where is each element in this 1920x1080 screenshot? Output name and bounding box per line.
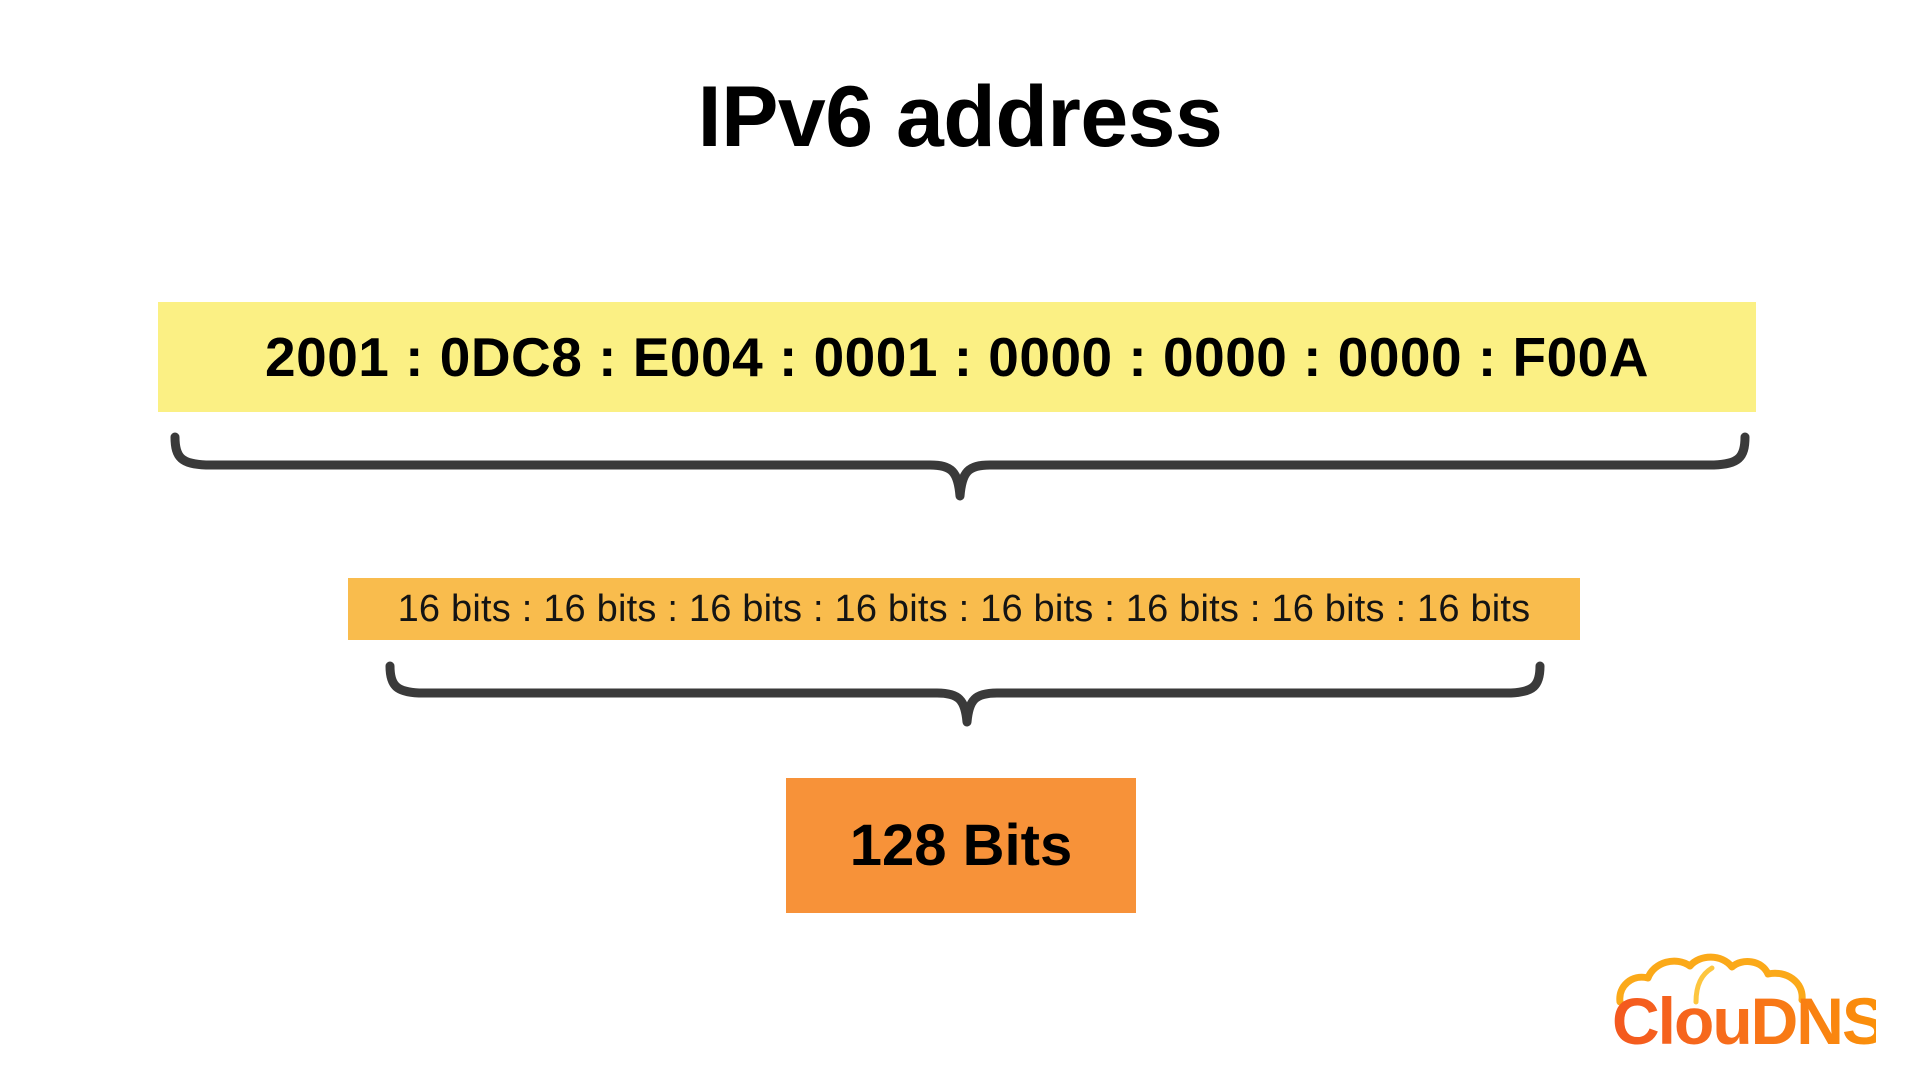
- page-title: IPv6 address: [697, 69, 1223, 165]
- ipv6-address-bar: 2001 : 0DC8 : E004 : 0001 : 0000 : 0000 …: [158, 302, 1756, 412]
- cloudns-wordmark: ClouDNS: [1612, 984, 1876, 1056]
- total-bits-box: 128 Bits: [786, 778, 1136, 913]
- brace-bits-to-total-icon: [385, 662, 1545, 742]
- ipv6-address-text: 2001 : 0DC8 : E004 : 0001 : 0000 : 0000 …: [265, 326, 1649, 388]
- bits-segments-bar: 16 bits : 16 bits : 16 bits : 16 bits : …: [348, 578, 1580, 640]
- cloud-icon: [1616, 953, 1806, 1006]
- bits-segments-text: 16 bits : 16 bits : 16 bits : 16 bits : …: [397, 587, 1531, 630]
- total-bits-label: 128 Bits: [849, 813, 1073, 878]
- brace-address-to-bits-icon: [170, 432, 1750, 522]
- cloudns-logo: ClouDNS: [1612, 953, 1876, 1056]
